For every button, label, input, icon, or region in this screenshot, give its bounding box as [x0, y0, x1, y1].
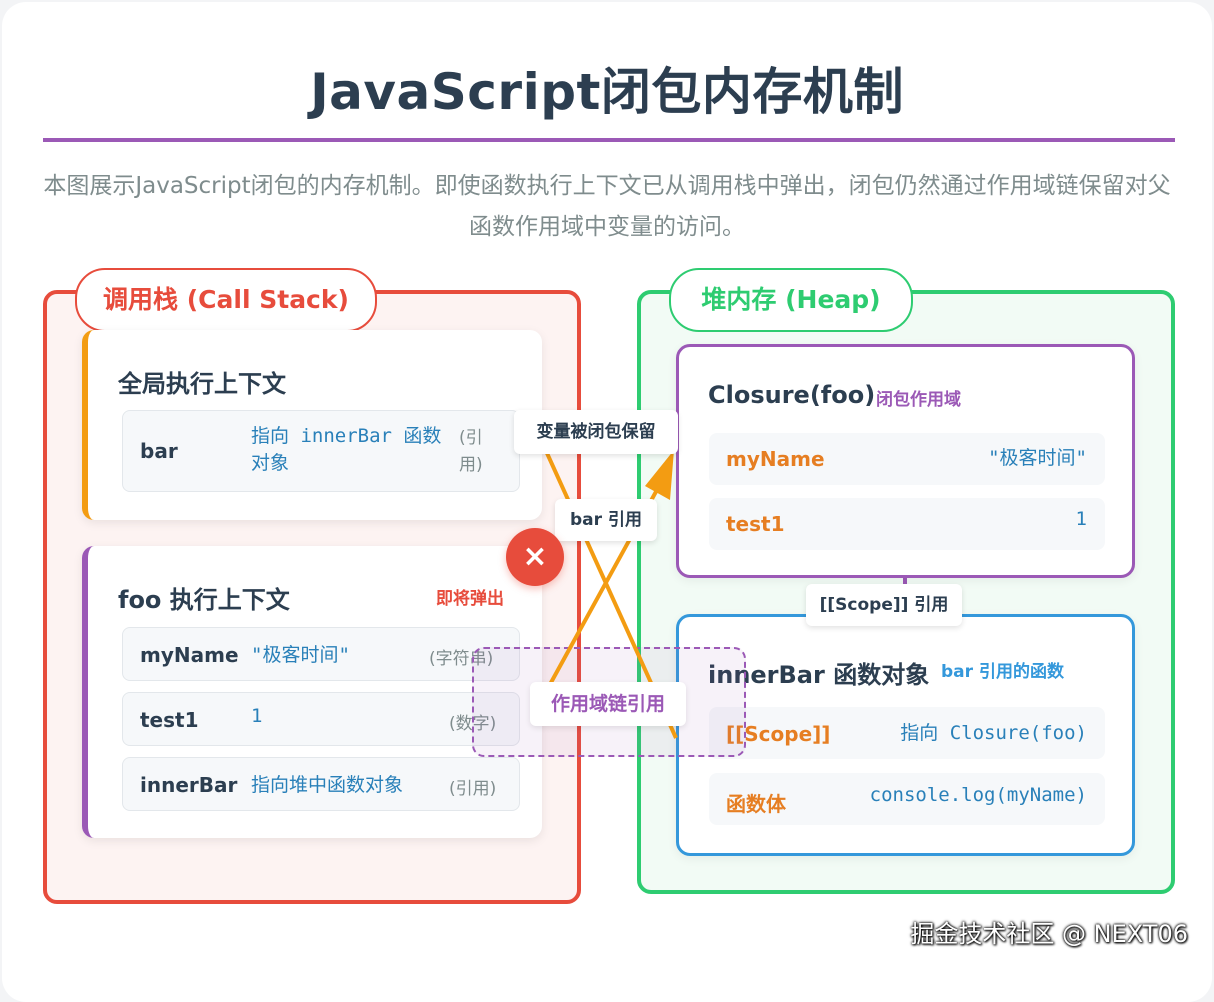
row-key: myName [726, 447, 825, 471]
reference-arrows [530, 419, 678, 739]
closure-row-myname: myName "极客时间" [709, 433, 1105, 485]
closure-box: Closure(foo) 闭包作用域 myName "极客时间" test1 1 [676, 344, 1135, 578]
pop-close-icon[interactable]: × [506, 528, 564, 586]
foo-context-title: foo 执行上下文 [118, 586, 290, 614]
watermark: 掘金技术社区 @ NEXT06 [910, 920, 1188, 948]
row-value: 指向堆中函数对象 [251, 774, 404, 796]
innerbar-subtitle: bar 引用的函数 [941, 662, 1064, 682]
foo-row-innerbar: innerBar 指向堆中函数对象 (引用) [122, 757, 520, 811]
foo-row-test1: test1 1 (数字) [122, 692, 520, 746]
global-row-bar: bar 指向 innerBar 函数对象 (引用) [122, 410, 520, 492]
row-type: (引用) [449, 779, 497, 799]
heap-label: 堆内存 (Heap) [669, 268, 913, 332]
row-value: 指向 innerBar 函数对象 [251, 425, 442, 474]
row-key: test1 [140, 708, 199, 732]
pop-badge: 即将弹出 [436, 589, 504, 609]
row-key: 函数体 [726, 792, 786, 816]
global-context-title: 全局执行上下文 [118, 370, 286, 398]
row-key: [[Scope]] [726, 722, 831, 746]
row-value: 指向 Closure(foo) [900, 722, 1087, 744]
foo-row-myname: myName "极客时间" (字符串) [122, 627, 520, 681]
row-key: bar [140, 439, 178, 463]
bar-reference-tag: bar 引用 [555, 499, 657, 541]
row-key: test1 [726, 512, 785, 536]
row-type: (引用) [459, 428, 483, 475]
innerbar-row-body: 函数体 console.log(myName) [709, 773, 1105, 825]
global-execution-context: 全局执行上下文 bar 指向 innerBar 函数对象 (引用) [82, 330, 542, 520]
row-value: console.log(myName) [869, 784, 1087, 806]
innerbar-row-scope: [[Scope]] 指向 Closure(foo) [709, 707, 1105, 759]
page-description: 本图展示JavaScript闭包的内存机制。即使函数执行上下文已从调用栈中弹出，… [43, 173, 1171, 240]
row-value: "极客时间" [988, 447, 1087, 469]
closure-row-test1: test1 1 [709, 498, 1105, 550]
title-divider [43, 138, 1175, 142]
scope-chain-tag: 作用域链引用 [530, 682, 686, 726]
scope-reference-tag: [[Scope]] 引用 [806, 584, 962, 626]
bar-reference-arrowhead [645, 450, 674, 500]
variable-retained-tag: 变量被闭包保留 [514, 410, 678, 454]
row-value: 1 [1075, 508, 1087, 530]
row-key: innerBar [140, 773, 238, 797]
row-value: "极客时间" [251, 644, 350, 666]
closure-subtitle: 闭包作用域 [876, 390, 961, 410]
row-key: myName [140, 643, 239, 667]
foo-execution-context: foo 执行上下文 即将弹出 myName "极客时间" (字符串) test1… [82, 546, 542, 838]
closure-title: Closure(foo) [708, 381, 876, 409]
call-stack-label: 调用栈 (Call Stack) [75, 268, 377, 332]
row-value: 1 [251, 705, 263, 727]
page-title: JavaScript闭包内存机制 [310, 63, 904, 121]
